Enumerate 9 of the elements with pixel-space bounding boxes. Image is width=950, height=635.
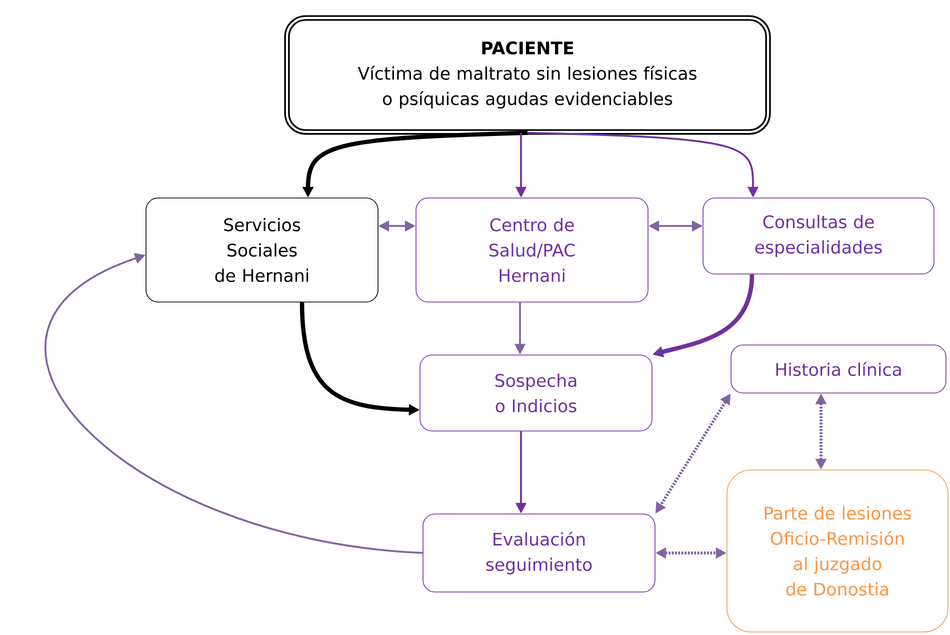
arrow: [46, 253, 423, 554]
process-box: Consultas de especialidades: [702, 198, 934, 274]
process-box: Evaluación seguimiento: [422, 514, 656, 592]
process-box: Centro de Salud/PAC Hernani: [416, 198, 648, 302]
process-box: Historia clínica: [730, 344, 946, 394]
process-box: Parte de lesiones Oficio-Remisión al juzgado de Donostia: [726, 470, 948, 632]
process-box: Servicios Sociales de Hernani: [146, 198, 378, 302]
process-box: Sospecha o Indicios: [420, 354, 652, 432]
patient-box: PACIENTE Víctima de maltrato sin lesiones físicas o psíquicas agudas evidenciables: [284, 15, 771, 135]
